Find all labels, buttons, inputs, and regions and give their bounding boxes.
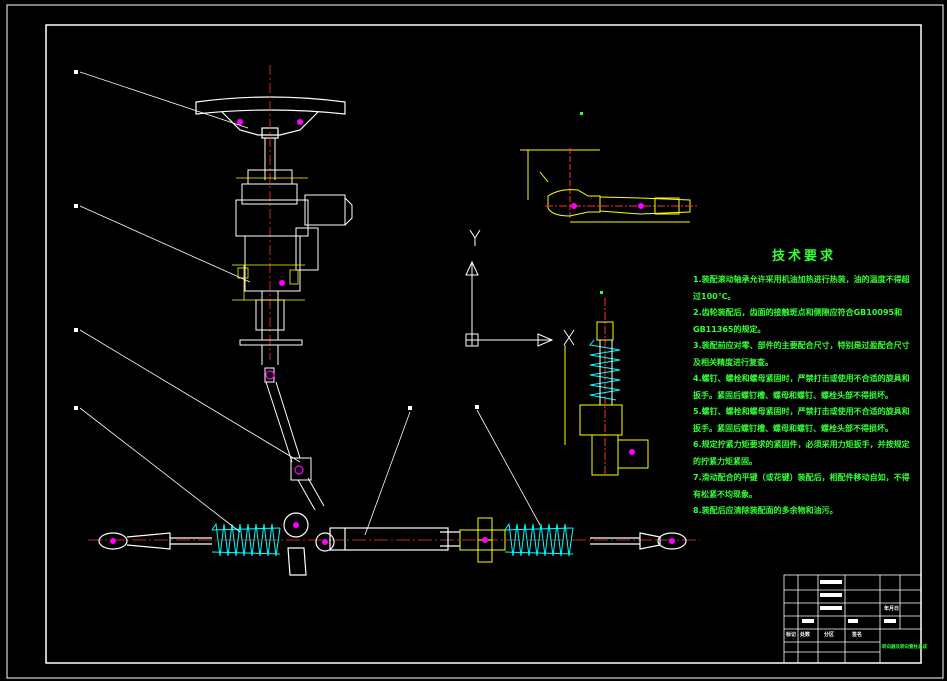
technical-requirement-2: 2.齿轮装配后，齿面的接触斑点和侧隙应符合GB10095和GB11365的规定。 bbox=[693, 308, 903, 334]
detail-marker bbox=[580, 112, 583, 115]
steering-rack bbox=[98, 512, 687, 576]
technical-requirements: 技术要求 1.装配滚动轴承允许采用机油加热进行热装，油的温度不得超过100℃。 … bbox=[693, 245, 915, 520]
technical-requirement-7: 7.滑动配合的平键（或花键）装配后，相配件移动自如，不得有松紧不均现象。 bbox=[693, 473, 910, 499]
detail-tie-rod-mark bbox=[638, 203, 644, 209]
right-tie-rod-end-mark bbox=[669, 538, 675, 544]
technical-requirement-6: 6.规定拧紧力矩要求的紧固件，必须采用力矩扳手，并按规定的拧紧力矩紧固。 bbox=[693, 440, 910, 466]
rack-boot-left bbox=[211, 522, 281, 557]
inner-frame bbox=[45, 24, 922, 664]
detail-pinion-housing bbox=[564, 298, 649, 476]
title-block-col-4: 签名 bbox=[851, 631, 862, 638]
column-bolt bbox=[279, 280, 285, 286]
rack-mount-bolt bbox=[482, 537, 488, 543]
u-joint-lower bbox=[294, 465, 304, 475]
intermediate-shaft bbox=[264, 367, 325, 511]
detail-tie-rod bbox=[520, 148, 698, 223]
rack-boot-right bbox=[504, 522, 574, 557]
column-dimension-marks bbox=[232, 177, 308, 301]
title-block-col-5: 年月日 bbox=[884, 605, 899, 612]
steering-column bbox=[235, 138, 353, 365]
title-block-name: 转向器及转向管柱总成 bbox=[882, 643, 927, 650]
title-block-col-3: 分区 bbox=[824, 631, 834, 638]
title-block bbox=[783, 574, 922, 664]
detail-pinion-mark bbox=[629, 449, 635, 455]
title-block-fills bbox=[802, 580, 896, 623]
pinion-mark-2 bbox=[322, 539, 328, 545]
balloon-ticks bbox=[74, 70, 479, 410]
technical-requirement-8: 8.装配后应清除装配面的多余物和油污。 bbox=[693, 506, 838, 515]
detail-marker-2 bbox=[600, 291, 603, 294]
pinion-mark bbox=[293, 522, 299, 528]
title-block-col-1: 标记 bbox=[785, 631, 796, 638]
ucs-axis-icon bbox=[465, 229, 575, 347]
detail-tie-rod-mark-2 bbox=[571, 203, 577, 209]
leader-lines bbox=[79, 71, 541, 536]
u-joint-upper bbox=[265, 370, 275, 380]
outer-frame bbox=[6, 4, 944, 679]
left-tie-rod-end-mark bbox=[110, 538, 116, 544]
steering-wheel bbox=[195, 96, 346, 139]
technical-requirement-4: 4.螺钉、螺栓和螺母紧固时，严禁打击或使用不合适的旋具和扳手。紧固后螺钉槽、螺母… bbox=[693, 374, 910, 400]
technical-requirement-3: 3.装配前应对零、部件的主要配合尺寸，特别是过盈配合尺寸及相关精度进行复查。 bbox=[693, 341, 910, 367]
technical-requirements-title: 技术要求 bbox=[771, 249, 836, 264]
technical-requirement-1: 1.装配滚动轴承允许采用机油加热进行热装，油的温度不得超过100℃。 bbox=[693, 275, 910, 301]
technical-requirement-5: 5.螺钉、螺栓和螺母紧固时，严禁打击或使用不合适的旋具和扳手。紧固后螺钉槽、螺母… bbox=[693, 407, 910, 433]
title-block-col-2: 处数 bbox=[799, 631, 811, 638]
